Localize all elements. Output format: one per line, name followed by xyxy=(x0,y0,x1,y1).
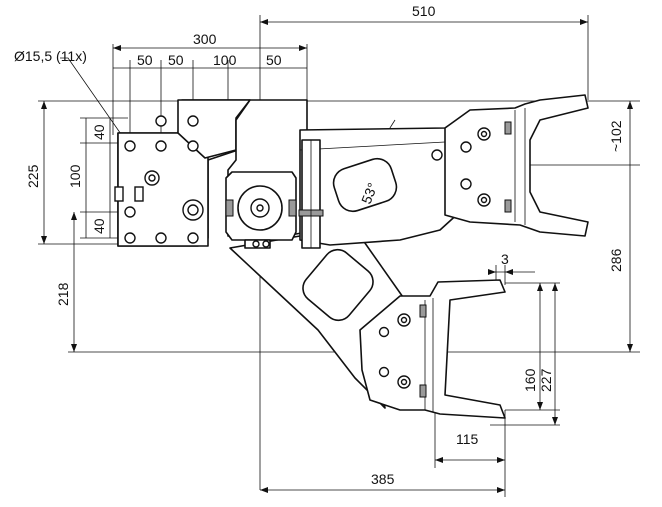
dim-227: 227 xyxy=(538,368,554,392)
dim-angle: 53° xyxy=(358,180,381,206)
dimension-arrows xyxy=(41,19,633,493)
mounting-plate xyxy=(117,99,251,247)
dim-100: 100 xyxy=(213,52,237,68)
gearbox-hub xyxy=(225,171,297,249)
dim-40-bottom: 40 xyxy=(91,218,107,234)
dim-300: 300 xyxy=(193,31,217,47)
dim-3: 3 xyxy=(501,251,509,267)
dim-50-a: 50 xyxy=(137,52,153,68)
dim-50-b: 50 xyxy=(168,52,184,68)
dim-100-vertical: 100 xyxy=(67,164,83,188)
lower-fork-bracket xyxy=(359,279,506,419)
dim-510: 510 xyxy=(412,3,436,19)
dim-225: 225 xyxy=(25,164,41,188)
dim-160: 160 xyxy=(522,368,538,392)
dim-50-c: 50 xyxy=(266,52,282,68)
dim-115: 115 xyxy=(456,431,479,447)
dim-hole-spec: Ø15,5 (11x) xyxy=(14,48,87,64)
dim-40-top: 40 xyxy=(91,124,107,140)
dim-286: 286 xyxy=(608,248,624,272)
upper-arm xyxy=(299,117,463,246)
dimension-labels: 510 300 Ø15,5 (11x) 50 50 100 50 225 40 … xyxy=(14,3,624,487)
vertical-shaft xyxy=(298,139,324,249)
dim-102: ~102 xyxy=(608,120,624,152)
dim-385: 385 xyxy=(371,471,395,487)
upper-fork-bracket xyxy=(444,94,589,237)
dim-218: 218 xyxy=(55,282,71,306)
